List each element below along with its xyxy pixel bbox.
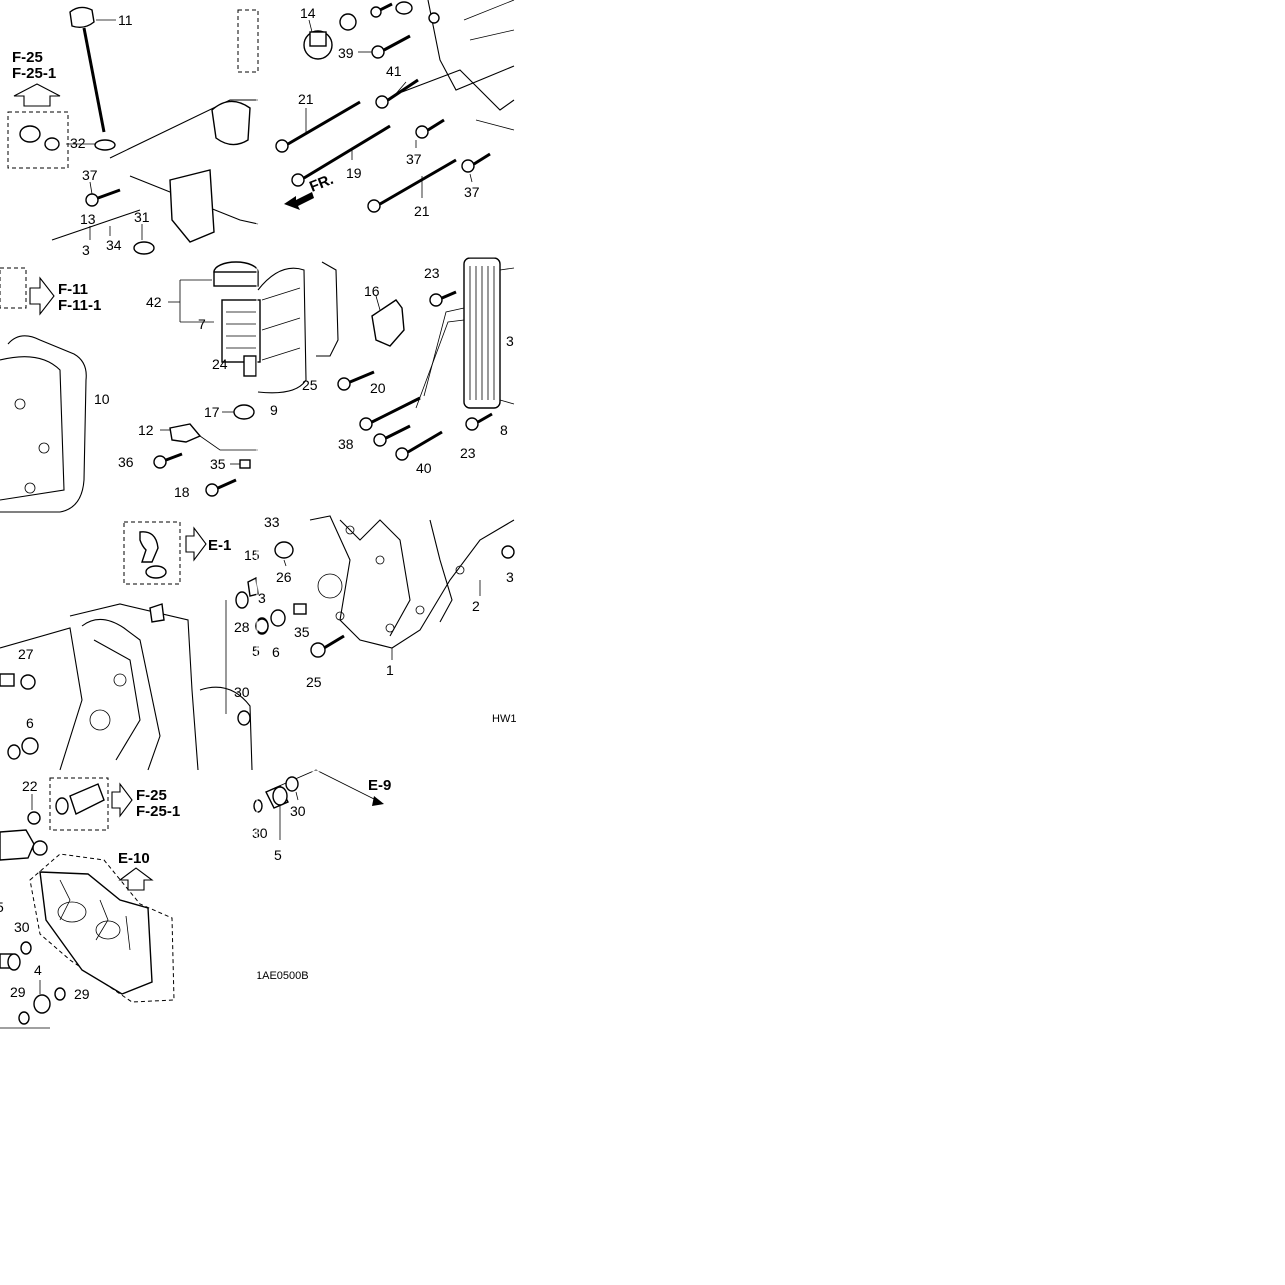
part-number: 35 bbox=[294, 624, 310, 640]
part-number: 25 bbox=[306, 674, 322, 690]
tile-lower-right: 33 26 3 2 35 6 25 1 HW1 bbox=[255, 514, 516, 725]
oil-cooler-part bbox=[463, 257, 501, 409]
ref-label: F-11 bbox=[58, 281, 88, 298]
bolt-part bbox=[85, 188, 121, 207]
part-number: 7 bbox=[198, 316, 206, 332]
part-number: 30 bbox=[290, 803, 306, 819]
tile-seams bbox=[0, 0, 514, 1030]
part-number: 11 bbox=[118, 12, 133, 28]
part-number: 37 bbox=[464, 184, 480, 200]
tile-bottom-right: E-9 30 30 5 1AE0500B bbox=[252, 769, 391, 982]
part-number: 5 bbox=[274, 847, 282, 863]
washer-part bbox=[94, 139, 116, 151]
part-number: 23 bbox=[460, 445, 476, 461]
part-number: 32 bbox=[70, 135, 86, 151]
tile-top-right: FR. 14 39 41 21 37 19 37 21 bbox=[275, 0, 515, 219]
bolt-part bbox=[337, 290, 493, 461]
part-number: 6 bbox=[26, 715, 34, 731]
part-number: 6 bbox=[272, 644, 280, 660]
ref-label: E-1 bbox=[208, 537, 231, 554]
part-number: 37 bbox=[406, 151, 422, 167]
bolt-part bbox=[275, 2, 491, 213]
tile-mid-left: F-11 F-11-1 42 7 24 10 12 17 36 35 18 bbox=[0, 261, 261, 513]
part-number: 2 bbox=[472, 598, 480, 614]
part-number: 42 bbox=[146, 294, 162, 310]
part-number: 5 bbox=[252, 643, 260, 659]
part-number: 40 bbox=[416, 460, 432, 476]
part-number: 14 bbox=[300, 5, 316, 21]
part-number: 3 bbox=[258, 590, 266, 606]
part-number: 30 bbox=[14, 919, 30, 935]
ref-arrow-right bbox=[185, 526, 207, 562]
part-number: 21 bbox=[414, 203, 430, 219]
ref-label: F-25-1 bbox=[136, 803, 180, 820]
part-number: 25 bbox=[302, 377, 318, 393]
part-number: 16 bbox=[364, 283, 380, 299]
part-number: 4 bbox=[34, 962, 42, 978]
part-number: 21 bbox=[298, 91, 314, 107]
part-number: 17 bbox=[204, 404, 220, 420]
ref-arrow-right bbox=[29, 276, 55, 316]
tile-lower-left: E-1 15 3 28 27 6 5 30 bbox=[0, 521, 269, 771]
part-number: 30 bbox=[252, 825, 268, 841]
tile-top-left: F-25 F-25-1 11 32 37 13 3 34 31 bbox=[7, 6, 259, 258]
part-number: 31 bbox=[134, 209, 150, 225]
part-number: 35 bbox=[210, 456, 226, 472]
ref-arrow-up bbox=[13, 83, 61, 107]
part-number: 1 bbox=[386, 662, 394, 678]
part-number: 10 bbox=[94, 391, 110, 407]
inset-box-clamp bbox=[7, 111, 69, 169]
part-number: 30 bbox=[234, 684, 250, 700]
plug-part bbox=[303, 30, 333, 60]
part-number: 3 bbox=[506, 569, 514, 585]
tile-mid-right: 16 23 3 9 25 20 8 38 40 23 bbox=[257, 257, 515, 476]
ref-label: F-25-1 bbox=[12, 65, 56, 82]
part-number: 38 bbox=[338, 436, 354, 452]
ref-label: F-11-1 bbox=[58, 297, 101, 314]
ref-arrow-up bbox=[118, 867, 154, 891]
part-number: 36 bbox=[118, 454, 134, 470]
oil-filter-part bbox=[213, 261, 261, 363]
part-number: 29 bbox=[74, 986, 90, 1002]
part-number: 39 bbox=[338, 45, 354, 61]
part-number: 13 bbox=[80, 211, 96, 227]
part-number: 8 bbox=[500, 422, 508, 438]
diagram-code: 1AE0500B bbox=[256, 970, 309, 982]
part-number: 41 bbox=[386, 63, 402, 79]
part-number: 9 bbox=[270, 402, 278, 418]
part-number: 5 bbox=[0, 899, 4, 915]
part-number: 23 bbox=[424, 265, 440, 281]
dipstick-part bbox=[69, 6, 116, 133]
ref-label: F-25 bbox=[136, 787, 167, 804]
part-number: 28 bbox=[234, 619, 250, 635]
part-number: 33 bbox=[264, 514, 280, 530]
part-number: 37 bbox=[82, 167, 98, 183]
part-number: 26 bbox=[276, 569, 292, 585]
ref-arrow-right bbox=[111, 782, 133, 818]
front-direction-arrow bbox=[284, 192, 314, 210]
ref-label: F-25 bbox=[12, 49, 43, 66]
part-number: 18 bbox=[174, 484, 190, 500]
tile-bottom-left: F-25 F-25-1 E-10 22 5 30 4 29 29 bbox=[0, 777, 180, 1029]
part-number: 27 bbox=[18, 646, 34, 662]
part-number: 3 bbox=[82, 242, 90, 258]
ref-label: E-9 bbox=[368, 777, 391, 794]
part-number: 20 bbox=[370, 380, 386, 396]
ref-label: E-10 bbox=[118, 850, 150, 867]
ref-arrow-head bbox=[372, 796, 384, 806]
part-number: 24 bbox=[212, 356, 228, 372]
diagram-code: HW1 bbox=[492, 713, 516, 725]
part-number: 12 bbox=[138, 422, 154, 438]
part-number: 29 bbox=[10, 984, 26, 1000]
part-number: 22 bbox=[22, 778, 38, 794]
part-number: 34 bbox=[106, 237, 122, 253]
part-number: 19 bbox=[346, 165, 362, 181]
part-number: 15 bbox=[244, 547, 260, 563]
part-number: 3 bbox=[506, 333, 514, 349]
